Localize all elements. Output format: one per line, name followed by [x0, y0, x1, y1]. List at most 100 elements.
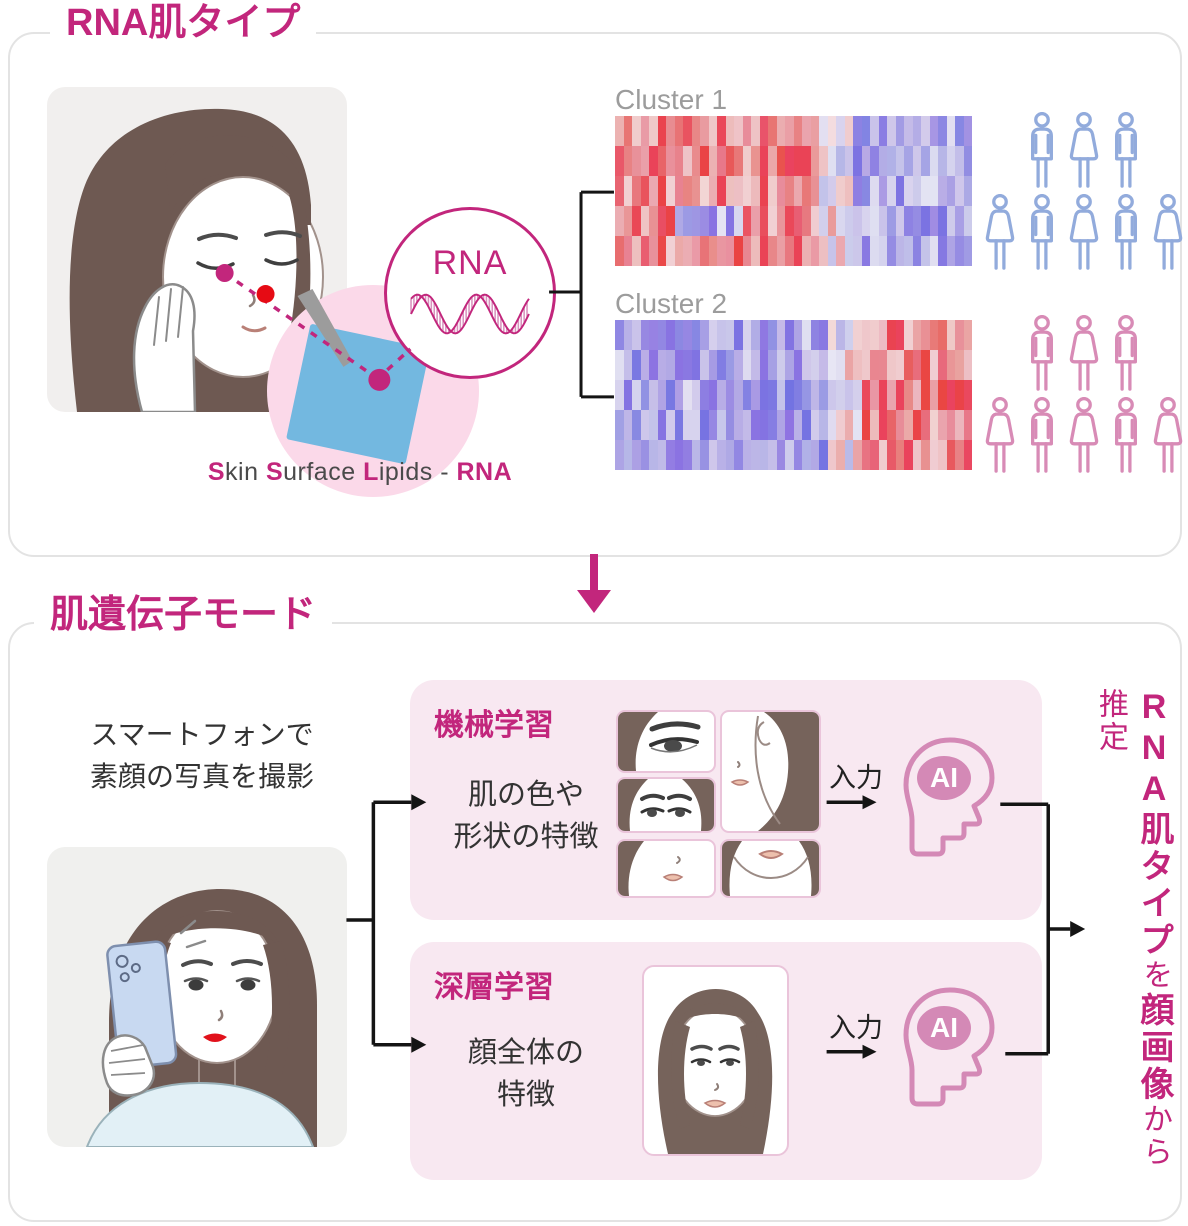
heatmap-cell: [691, 410, 700, 440]
machine-learning-box: 機械学習 肌の色や 形状の特徴: [410, 680, 1042, 920]
heatmap-row: [615, 440, 972, 470]
heatmap-cell: [708, 206, 717, 236]
heatmap-cell: [717, 350, 726, 380]
heatmap-cell: [691, 380, 700, 410]
heatmap-row: [615, 206, 972, 236]
heatmap-cell: [674, 206, 683, 236]
heatmap-cell: [938, 176, 947, 206]
heatmap-cell: [929, 350, 938, 380]
heatmap-row: [615, 236, 972, 266]
heatmap-cell: [887, 440, 896, 470]
heatmap-cell: [938, 350, 947, 380]
sample-name-label: Skin Surface Lipids - RNA: [190, 458, 530, 487]
heatmap-cell: [827, 176, 836, 206]
heatmap-cell: [963, 236, 972, 266]
heatmap-cell: [708, 350, 717, 380]
heatmap-cell: [768, 440, 777, 470]
heatmap-cell: [853, 380, 862, 410]
people-row: [982, 397, 1186, 475]
text-segment: から推定: [1094, 688, 1171, 1169]
heatmap-cell: [759, 380, 768, 410]
heatmap-cell: [827, 410, 836, 440]
heatmap-cell: [819, 440, 828, 470]
text-segment: urface: [283, 458, 364, 486]
heatmap-cell: [904, 410, 913, 440]
heatmap-cell: [870, 350, 879, 380]
heatmap-cell: [946, 206, 955, 236]
heatmap-cell: [683, 236, 692, 266]
heatmap-cell: [904, 380, 913, 410]
heatmap-cell: [691, 116, 700, 146]
heatmap-cell: [844, 176, 853, 206]
heatmap-cell: [785, 320, 794, 350]
heatmap-cell: [674, 116, 683, 146]
heatmap-cell: [878, 236, 887, 266]
heatmap-cell: [657, 176, 666, 206]
heatmap-row: [615, 320, 972, 350]
heatmap-cell: [895, 206, 904, 236]
heatmap-cell: [768, 350, 777, 380]
heatmap-cell: [955, 206, 964, 236]
heatmap-cell: [717, 146, 726, 176]
face-crop-brows: [616, 777, 716, 833]
caption-line1: スマートフォンで: [90, 719, 314, 750]
heatmap-cell: [691, 350, 700, 380]
heatmap-cell: [921, 380, 930, 410]
heatmap-cell: [963, 176, 972, 206]
heatmap-cell: [700, 236, 709, 266]
heatmap-cell: [674, 380, 683, 410]
cluster2-people-icons: [984, 315, 1184, 475]
heatmap-cell: [878, 146, 887, 176]
heatmap-cell: [751, 236, 760, 266]
heatmap-cell: [938, 236, 947, 266]
heatmap-cell: [742, 350, 751, 380]
heatmap-cell: [878, 440, 887, 470]
heatmap-cell: [734, 176, 743, 206]
heatmap-cell: [878, 320, 887, 350]
heatmap-cell: [649, 206, 658, 236]
cluster2-heatmap: [615, 320, 972, 470]
heatmap-row: [615, 380, 972, 410]
heatmap-cell: [725, 440, 734, 470]
heatmap-cell: [615, 146, 624, 176]
heatmap-cell: [640, 410, 649, 440]
heatmap-cell: [725, 206, 734, 236]
heatmap-cell: [632, 380, 641, 410]
heatmap-cell: [810, 206, 819, 236]
text-segment: ipids -: [378, 458, 457, 486]
heatmap-cell: [836, 380, 845, 410]
heatmap-cell: [691, 206, 700, 236]
heatmap-cell: [955, 116, 964, 146]
heatmap-cell: [819, 206, 828, 236]
heatmap-cell: [615, 116, 624, 146]
heatmap-cell: [946, 320, 955, 350]
heatmap-cell: [615, 176, 624, 206]
heatmap-cell: [768, 410, 777, 440]
heatmap-cell: [878, 206, 887, 236]
heatmap-cell: [912, 320, 921, 350]
heatmap-cell: [938, 206, 947, 236]
heatmap-cell: [623, 236, 632, 266]
heatmap-cell: [870, 380, 879, 410]
person-female-icon: [985, 397, 1015, 473]
heatmap-cell: [615, 206, 624, 236]
heatmap-cell: [904, 320, 913, 350]
heatmap-cell: [768, 380, 777, 410]
heatmap-cell: [751, 116, 760, 146]
heatmap-cell: [751, 176, 760, 206]
heatmap-cell: [623, 440, 632, 470]
heatmap-cell: [708, 410, 717, 440]
heatmap-cell: [878, 116, 887, 146]
heatmap-cell: [827, 116, 836, 146]
heatmap-cell: [802, 440, 811, 470]
heatmap-cell: [657, 410, 666, 440]
face-full-portrait: [642, 965, 789, 1156]
heatmap-cell: [793, 440, 802, 470]
heatmap-cell: [904, 236, 913, 266]
heatmap-cell: [632, 440, 641, 470]
heatmap-cell: [776, 176, 785, 206]
heatmap-cell: [887, 206, 896, 236]
heatmap-cell: [640, 206, 649, 236]
heatmap-cell: [700, 380, 709, 410]
heatmap-cell: [768, 236, 777, 266]
